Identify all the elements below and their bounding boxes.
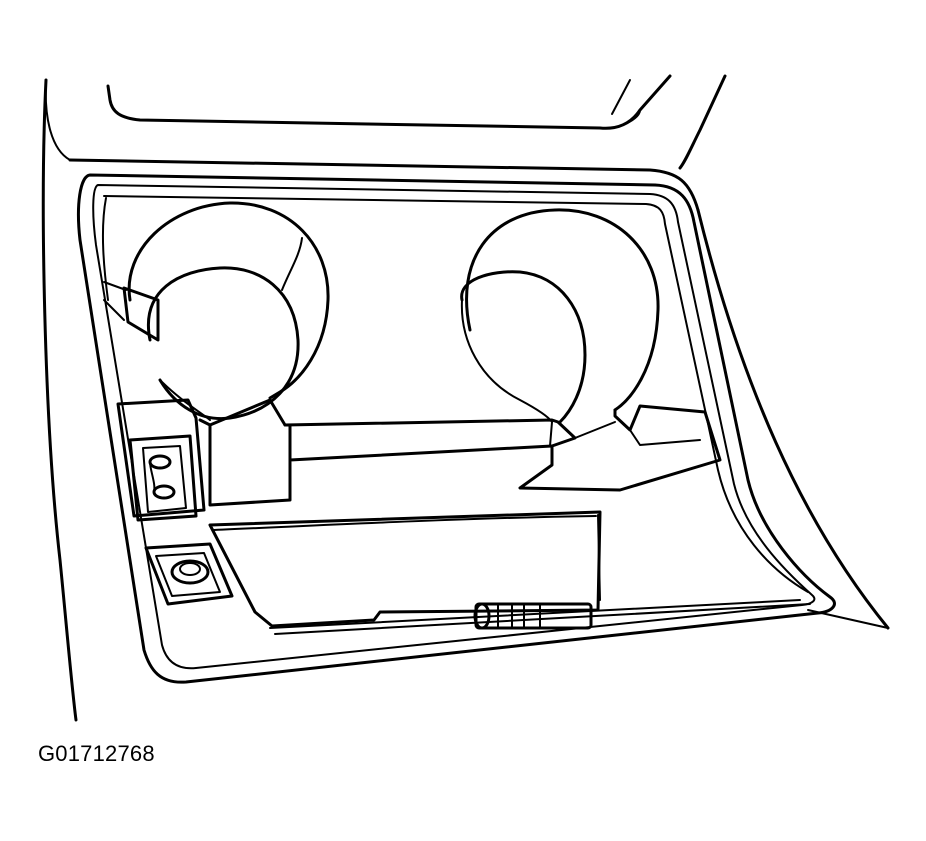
cylinder-plug — [473, 602, 593, 630]
cup-holder-left — [103, 201, 330, 421]
cup-support-bridge — [198, 398, 722, 507]
storage-tray — [208, 510, 811, 635]
cupholder-bezel — [76, 173, 836, 684]
console-outline — [41, 74, 890, 722]
cup-holder-right — [460, 208, 660, 424]
switch-lower — [144, 542, 234, 606]
switch-upper — [116, 398, 206, 522]
figure-id-label: G01712768 — [38, 741, 155, 766]
